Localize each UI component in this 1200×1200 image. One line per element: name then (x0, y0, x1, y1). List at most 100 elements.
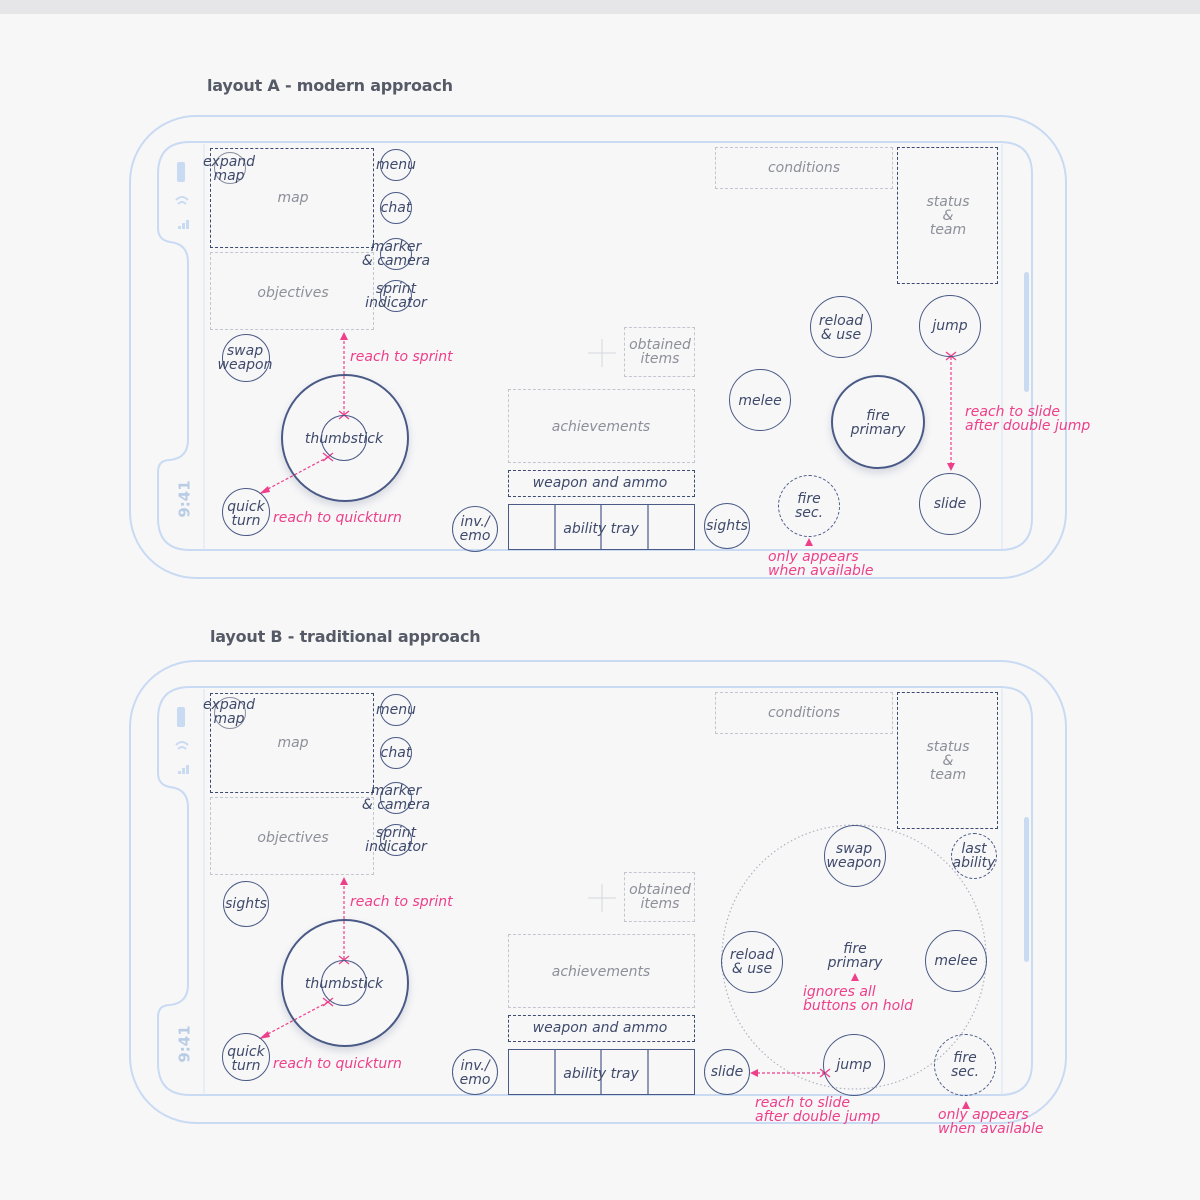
quick-turn-button[interactable] (222, 1033, 270, 1081)
swap-weapon-label: swap weapon (826, 841, 882, 871)
conditions-label: conditions (767, 160, 841, 176)
swap-weapon-label: swap weapon (217, 343, 273, 373)
status-time: 9:41 (175, 1025, 194, 1063)
reach-sprint-note: reach to sprint (350, 894, 453, 910)
reload-use-label: reload & use (818, 313, 864, 343)
fire-primary-button[interactable] (831, 375, 925, 469)
sprint-indicator-label: sprint indicator (365, 281, 427, 311)
thumbstick-label: thumbstick (304, 976, 384, 992)
reload-use-button[interactable] (721, 931, 783, 993)
achievements-panel (508, 389, 695, 463)
reach-slide-note: reach to slide after double jump (965, 404, 1091, 434)
sights-label: sights (225, 896, 267, 912)
thumbstick[interactable] (281, 374, 409, 502)
reload-use-button[interactable] (810, 296, 872, 358)
fire-secondary-button[interactable] (778, 475, 840, 537)
thumbstick-knob[interactable] (321, 415, 367, 461)
map-panel[interactable] (210, 148, 374, 248)
ability-tray[interactable] (508, 1049, 695, 1095)
menu-label: menu (376, 702, 416, 718)
expand-map-button[interactable] (214, 152, 246, 184)
status-team-panel (897, 692, 998, 829)
sights-label: sights (706, 518, 748, 534)
objectives-panel (210, 252, 374, 330)
expand-map-label: expand map (202, 154, 256, 184)
sprint-indicator (380, 280, 412, 312)
sprint-indicator (380, 824, 412, 856)
only-appears-note: only appears when available (768, 549, 874, 579)
fire-primary-label: fire primary (827, 941, 883, 971)
swap-weapon-button[interactable] (222, 334, 270, 382)
slide-button[interactable] (919, 473, 981, 535)
chat-label: chat (380, 200, 412, 216)
jump-button[interactable] (919, 295, 981, 357)
thumbstick-knob[interactable] (321, 960, 367, 1006)
quick-turn-label: quick turn (227, 499, 265, 529)
thumbstick[interactable] (281, 919, 409, 1047)
chat-button[interactable] (380, 192, 412, 224)
swap-weapon-button[interactable] (824, 825, 886, 887)
inventory-emote-button[interactable] (452, 506, 498, 552)
achievements-label: achievements (551, 419, 651, 435)
sights-button[interactable] (704, 503, 750, 549)
marker-camera-label: marker & camera (361, 239, 431, 269)
status-team-label: status & team (926, 194, 970, 238)
melee-label: melee (934, 953, 978, 969)
achievements-label: achievements (551, 964, 651, 980)
thumbstick-label: thumbstick (304, 431, 384, 447)
melee-button[interactable] (925, 930, 987, 992)
status-team-label: status & team (926, 739, 970, 783)
status-team-panel (897, 147, 998, 284)
fire-primary-label: fire primary (850, 408, 906, 438)
obtained-items-panel (624, 327, 695, 377)
objectives-label: objectives (257, 285, 329, 301)
expand-map-label: expand map (202, 697, 256, 727)
menu-button[interactable] (380, 149, 412, 181)
chat-button[interactable] (380, 737, 412, 769)
marker-camera-button[interactable] (380, 782, 412, 814)
jump-label: jump (836, 1057, 872, 1073)
slide-label: slide (710, 1064, 744, 1080)
sprint-indicator-label: sprint indicator (365, 825, 427, 855)
achievements-panel (508, 934, 695, 1008)
fire-secondary-label: fire sec. (794, 491, 824, 521)
only-appears-note: only appears when available (938, 1107, 1044, 1137)
weapon-ammo-label: weapon and ammo (532, 1020, 668, 1036)
jump-button[interactable] (823, 1034, 885, 1096)
ability-tray[interactable] (508, 504, 695, 550)
melee-label: melee (738, 393, 782, 409)
menu-label: menu (376, 157, 416, 173)
layout-a-title: layout A - modern approach (207, 76, 453, 95)
menu-button[interactable] (380, 694, 412, 726)
inventory-emote-label: inv./ emo (459, 1058, 491, 1088)
ability-tray-label: ability tray (563, 1066, 639, 1082)
ignores-all-note: ignores all buttons on hold (803, 984, 914, 1014)
reach-quickturn-note: reach to quickturn (273, 510, 402, 526)
inventory-emote-button[interactable] (452, 1049, 498, 1095)
ability-tray-label: ability tray (563, 521, 639, 537)
reach-sprint-note: reach to sprint (350, 349, 453, 365)
status-time: 9:41 (175, 480, 194, 518)
slide-button[interactable] (704, 1049, 750, 1095)
slide-label: slide (933, 496, 967, 512)
objectives-panel (210, 797, 374, 875)
reach-quickturn-note: reach to quickturn (273, 1056, 402, 1072)
weapon-ammo-panel (508, 470, 695, 497)
sights-button[interactable] (223, 881, 269, 927)
layout-b-title: layout B - traditional approach (210, 627, 481, 646)
weapon-ammo-label: weapon and ammo (532, 475, 668, 491)
reload-use-label: reload & use (729, 947, 775, 977)
quick-turn-button[interactable] (222, 488, 270, 536)
melee-button[interactable] (729, 369, 791, 431)
map-panel[interactable] (210, 693, 374, 793)
obtained-items-label: obtained items (629, 882, 691, 912)
quick-turn-label: quick turn (227, 1044, 265, 1074)
fire-secondary-button[interactable] (934, 1034, 996, 1096)
inventory-emote-label: inv./ emo (459, 514, 491, 544)
jump-label: jump (932, 318, 968, 334)
marker-camera-button[interactable] (380, 238, 412, 270)
conditions-panel (715, 692, 893, 734)
layout-b-phone: 9:41 map expand map objectives menu chat… (0, 655, 1200, 1136)
expand-map-button[interactable] (214, 697, 246, 729)
last-ability-button[interactable] (951, 833, 997, 879)
